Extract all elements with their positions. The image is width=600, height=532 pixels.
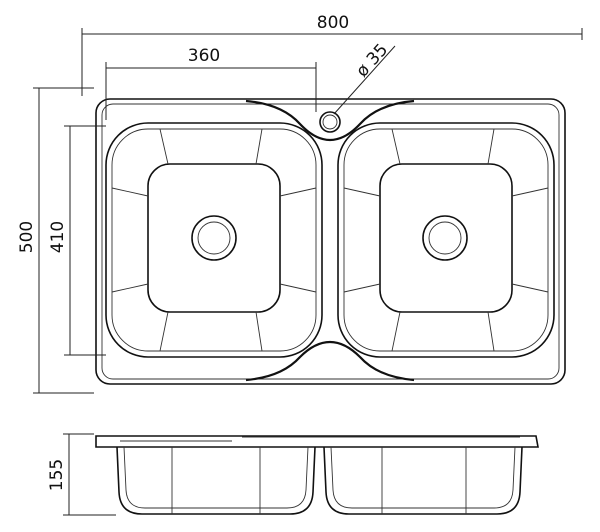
tap-hole-label: ø 35: [352, 40, 392, 81]
left-drain: [191, 215, 237, 261]
left-drain-inner: [197, 221, 231, 255]
side-view: [95, 435, 539, 515]
deck-top-contour: [245, 99, 415, 142]
right-bowl-facets: [343, 128, 549, 352]
right-drain: [422, 215, 468, 261]
top-view: [95, 98, 566, 385]
bowl-depth-label: 410: [48, 221, 68, 253]
right-bowl-wall: [343, 128, 549, 352]
bowl-height-label: 155: [47, 459, 67, 491]
tap-hole-inner: [322, 114, 338, 130]
deck-bottom-contour: [245, 340, 415, 382]
right-bowl-floor: [379, 163, 513, 313]
side-rim: [95, 435, 539, 448]
left-bowl-facets: [111, 128, 317, 352]
dimension-tap-hole: ø 35: [333, 40, 396, 115]
right-drain-inner: [428, 221, 462, 255]
dimension-overall-depth: 500: [17, 87, 94, 394]
tap-hole: [319, 111, 341, 133]
dimension-bowl-depth: 410: [48, 125, 106, 356]
overall-width-label: 800: [317, 13, 349, 33]
dimension-bowl-height: 155: [47, 433, 116, 516]
dimension-bowl-width: 360: [105, 46, 317, 120]
bowl-width-label: 360: [188, 46, 220, 66]
side-left-bowl: [116, 446, 316, 515]
left-bowl-floor: [147, 163, 281, 313]
sink-outer-rim: [95, 98, 566, 385]
left-bowl-wall: [111, 128, 317, 352]
right-bowl-outline: [337, 122, 555, 358]
sink-inner-rim: [101, 103, 560, 380]
side-right-bowl: [323, 446, 523, 515]
left-bowl: [105, 122, 323, 358]
right-bowl: [337, 122, 555, 358]
dimension-overall-width: 800: [81, 13, 583, 96]
overall-depth-label: 500: [17, 221, 37, 253]
left-bowl-outline: [105, 122, 323, 358]
